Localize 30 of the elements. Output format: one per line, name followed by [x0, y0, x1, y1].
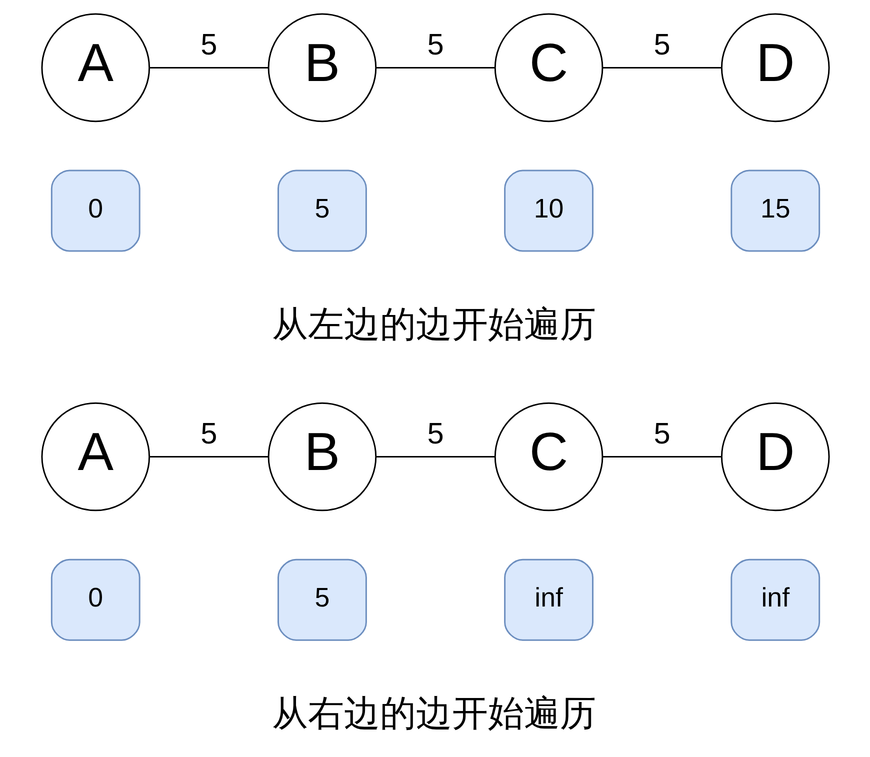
- edge-label: 5: [200, 28, 217, 62]
- node-box: 0: [50, 558, 140, 641]
- node-box: 5: [277, 170, 366, 252]
- node-box: 10: [504, 170, 593, 252]
- connector: [602, 456, 722, 458]
- node-circle: D: [720, 13, 830, 122]
- connector: [375, 456, 495, 458]
- node-box: 0: [50, 170, 140, 252]
- edge-label: 5: [426, 28, 444, 62]
- node-box: 5: [277, 558, 366, 641]
- node-circle: B: [267, 402, 376, 512]
- node-box: 15: [730, 170, 820, 252]
- node-circle: A: [40, 13, 150, 122]
- node-circle: A: [40, 402, 150, 512]
- node-circle: C: [494, 13, 603, 122]
- node-box: inf: [504, 558, 593, 641]
- edge-label: 5: [426, 417, 444, 450]
- node-circle: C: [494, 402, 603, 512]
- node-circle: B: [267, 13, 376, 122]
- connector: [375, 66, 495, 68]
- label: 从右边的边开始遍历: [272, 693, 596, 734]
- edge-label: 5: [200, 417, 217, 450]
- edge-label: 5: [653, 417, 670, 450]
- edge-label: 5: [653, 28, 670, 62]
- node-circle: D: [720, 402, 830, 512]
- connector: [602, 66, 722, 68]
- label: 从左边的边开始遍历: [272, 304, 596, 344]
- connector: [148, 456, 268, 458]
- node-box: inf: [730, 558, 820, 641]
- connector: [148, 66, 268, 68]
